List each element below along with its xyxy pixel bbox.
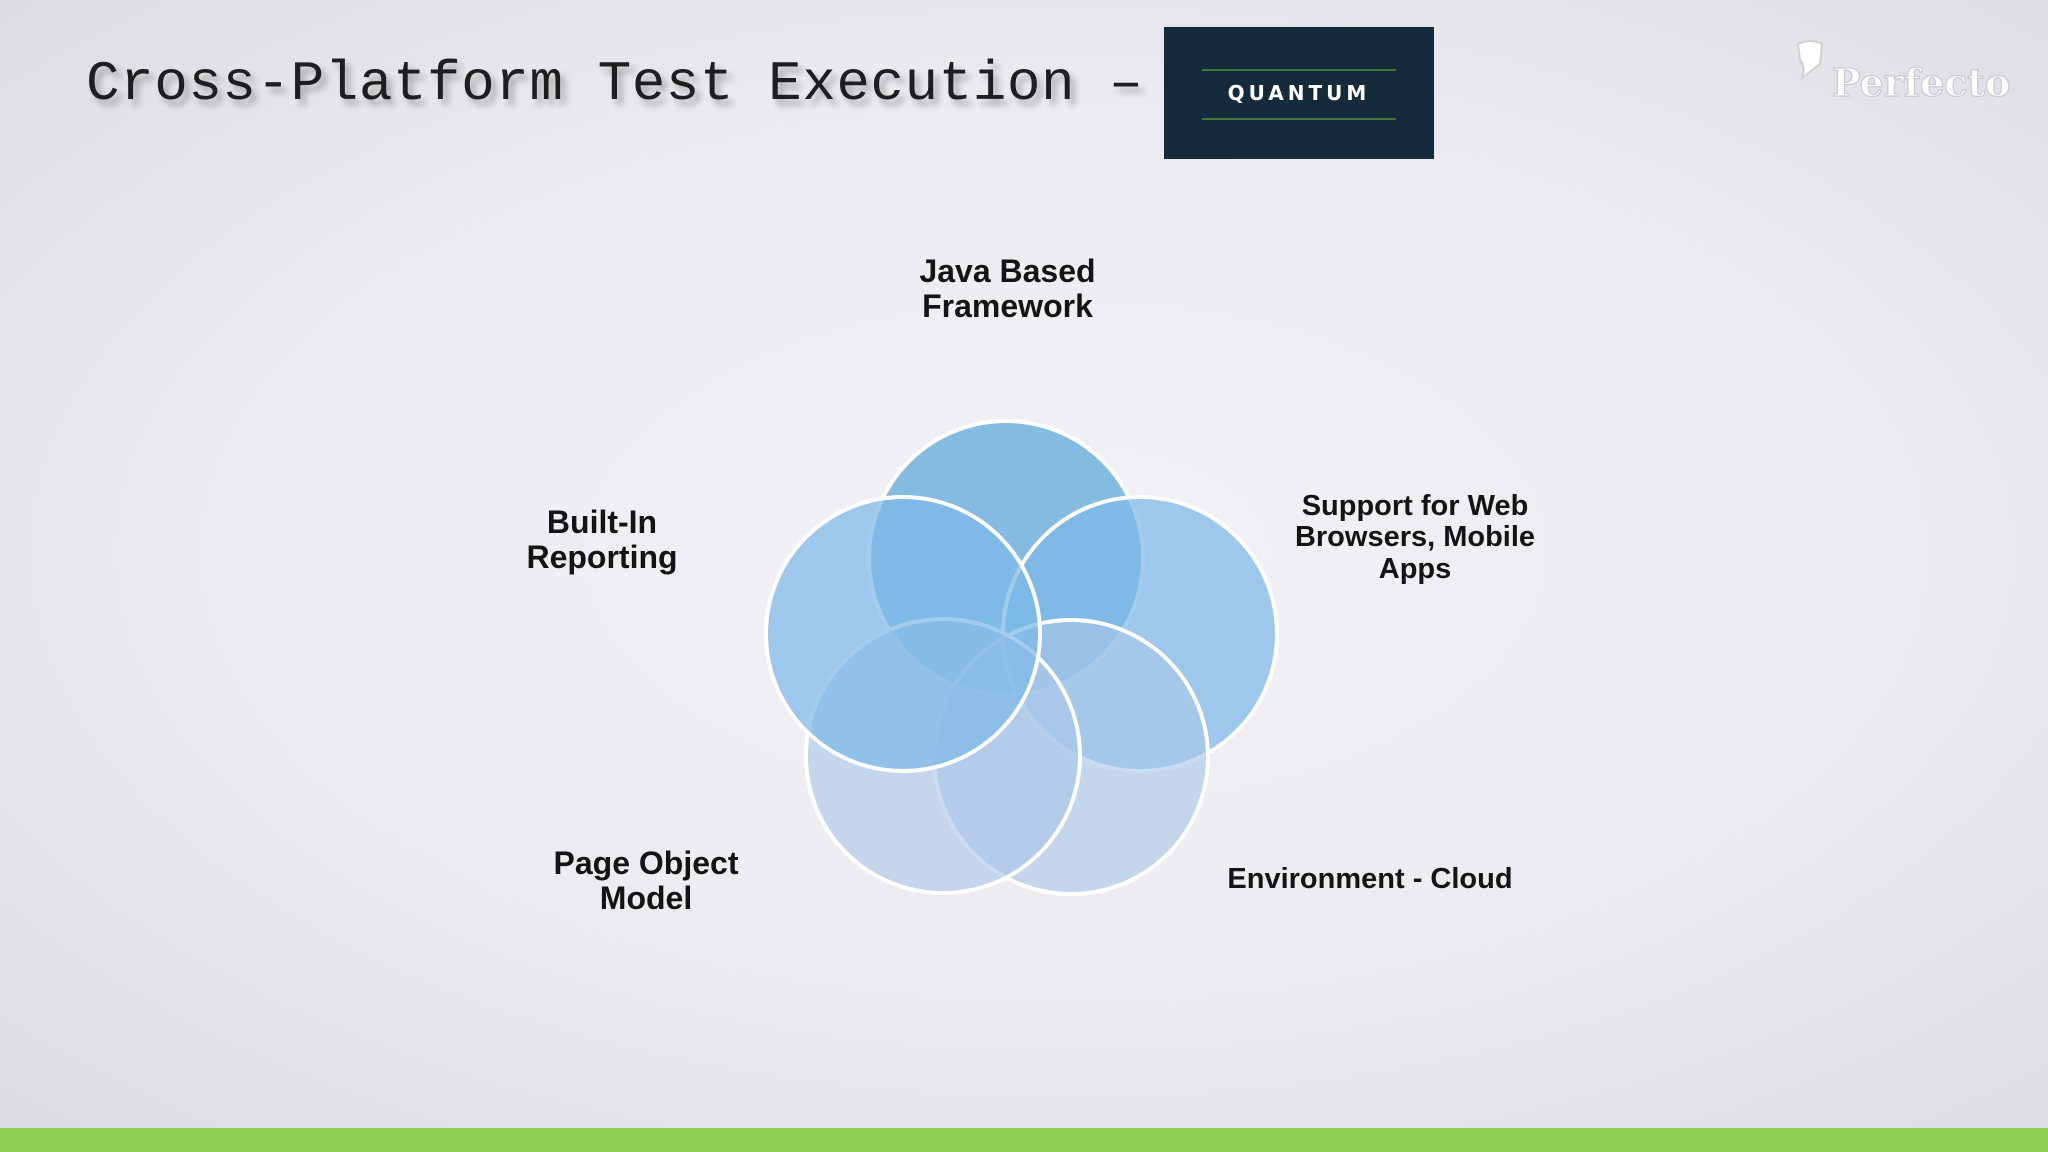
- label-environment-cloud: Environment - Cloud: [1205, 863, 1535, 895]
- badge-label: QUANTUM: [1227, 81, 1371, 105]
- venn-circle-left: [764, 495, 1042, 773]
- label-line: Apps: [1378, 552, 1452, 585]
- label-line: Support for Web: [1301, 490, 1529, 522]
- label-line: Browsers, Mobile: [1294, 521, 1536, 554]
- perfecto-logo-icon: Perfecto: [1796, 40, 2010, 106]
- label-line: Built-In: [546, 504, 658, 540]
- label-line: Framework: [922, 287, 1093, 324]
- label-built-in-reporting: Built-In Reporting: [502, 505, 702, 574]
- label-line: Model: [599, 879, 693, 916]
- badge-rule-bottom: [1202, 118, 1396, 120]
- quantum-badge: QUANTUM: [1164, 27, 1434, 159]
- label-line: Reporting: [526, 538, 678, 575]
- label-line: Environment - Cloud: [1227, 863, 1513, 895]
- label-line: Java Based: [919, 253, 1096, 289]
- footer-bar: [0, 1128, 2048, 1152]
- badge-rule-top: [1202, 69, 1396, 71]
- label-support-web-mobile: Support for Web Browsers, Mobile Apps: [1270, 490, 1560, 585]
- label-page-object-model: Page Object Model: [530, 846, 762, 915]
- label-java-based-framework: Java Based Framework: [900, 254, 1115, 323]
- label-line: Page Object: [553, 845, 739, 881]
- brand-wordmark: Perfecto: [1832, 60, 2010, 105]
